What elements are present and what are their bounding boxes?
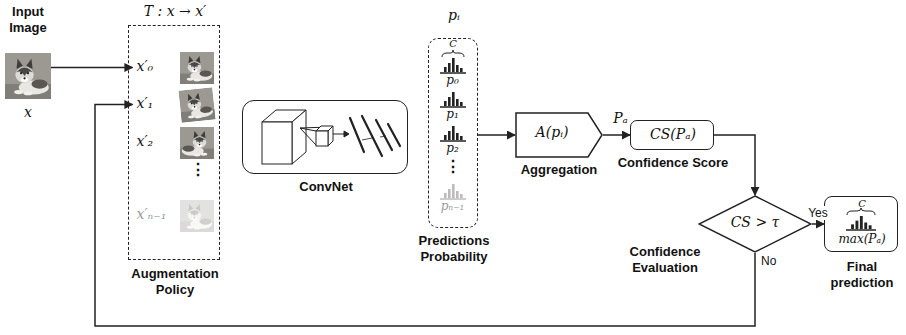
node-text: p₂ (433, 141, 473, 155)
node-text: C (825, 198, 899, 210)
augmentation-box: T : x → x′Augmentation Policyx′₀x′₁x′₂x′… (128, 25, 220, 260)
node-text: pₙ₋₁ (433, 199, 473, 213)
final-prediction-box: Cmax(Pₐ)Final prediction (824, 196, 898, 252)
node-text: CS > τ (698, 214, 812, 231)
arrow-connector (478, 134, 515, 136)
arrow-connector (51, 67, 133, 69)
node-text: x′ₙ₋₁ (137, 206, 181, 223)
ellipsis: ⋮ (443, 158, 463, 176)
node-text: Confidence Score (611, 155, 735, 171)
augmented-image: x′₁ (133, 88, 217, 122)
node-text: p₁ (433, 107, 473, 121)
decision-diamond: CS > τConfidence Evaluation (698, 195, 812, 253)
predictions-box: pᵢPredictions Probabilityp₀p₁p₂pₙ₋₁ (428, 38, 478, 228)
node-text: Augmentation Policy (123, 266, 227, 297)
node-text: max(Pₐ) (825, 232, 899, 246)
edge-label: Yes (807, 206, 829, 220)
arrow-connector (95, 105, 755, 327)
arrow-connector (812, 223, 824, 225)
probability-bars: p₂ (433, 126, 473, 158)
probability-bars: pₙ₋₁ (433, 184, 473, 216)
ellipsis: ⋮ (188, 161, 208, 179)
convnet-box: ConvNet (242, 100, 408, 174)
node-text: x′₀ (137, 58, 181, 75)
edge-label: No (760, 254, 777, 268)
node-text: x (5, 104, 51, 121)
probability-bars: p₀ (433, 58, 473, 90)
aggregation-box: A(pᵢ)Aggregation (515, 112, 603, 158)
augmented-image: x′₂ (133, 126, 217, 160)
node-text: p₀ (433, 73, 473, 87)
probability-bars: p₁ (433, 92, 473, 124)
node-text: A(pᵢ) (515, 124, 589, 141)
node-text: Aggregation (509, 162, 609, 178)
node-text: x′₁ (137, 95, 181, 112)
node-text: ConvNet (243, 179, 409, 195)
node-text: Final prediction (823, 259, 901, 290)
node-text: T : x → x′ (115, 3, 235, 20)
node-text: Input Image (0, 4, 60, 35)
node-text: CS(Pₐ) (631, 126, 715, 143)
augmented-image: x′ₙ₋₁ (133, 198, 217, 232)
score-box: CS(Pₐ)Confidence Score (630, 120, 714, 150)
node-text: Confidence Evaluation (612, 244, 718, 275)
input-image: Input Imagex (5, 52, 51, 100)
node-text: Predictions Probability (401, 233, 507, 264)
node-text: pᵢ (429, 7, 479, 24)
augmented-image: x′₀ (133, 51, 217, 85)
arrow-connector (603, 134, 630, 136)
class-count: C (446, 38, 460, 49)
node-text: x′₂ (137, 133, 181, 150)
edge-label: Pₐ (612, 110, 629, 127)
